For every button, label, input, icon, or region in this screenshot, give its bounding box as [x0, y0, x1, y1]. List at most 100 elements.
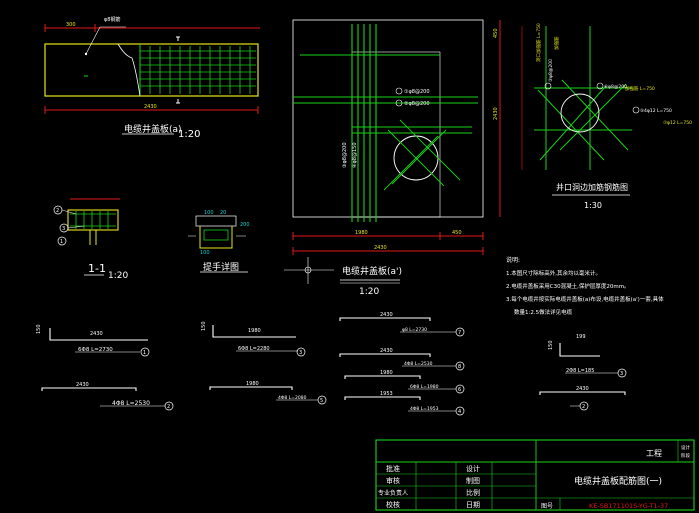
notes-block: 说明: 1.本图尺寸除标高外,其余均以毫米计。 2.电缆井盖板采用C30混凝土,… [506, 256, 664, 316]
rebar-shape-10: 2430 2 [539, 386, 626, 411]
opening-side-1: 洞口加强筋 L=750 [535, 23, 542, 62]
svg-text:5: 5 [320, 398, 323, 404]
opening-scale: 1:30 [584, 201, 602, 210]
plan-main-dim-b: 450 [452, 230, 462, 236]
svg-text:150: 150 [201, 321, 207, 331]
svg-text:3: 3 [620, 371, 623, 377]
note-1: 1.本图尺寸除标高外,其余均以毫米计。 [506, 269, 601, 277]
tb-left-3: 专业负责人 [378, 489, 408, 497]
svg-text:2430: 2430 [380, 312, 393, 318]
hand-dim-3: 100 [200, 250, 210, 256]
plan-a-dim-left: 300 [66, 22, 76, 28]
plan-main-total: 2430 [374, 245, 387, 251]
svg-text:1953: 1953 [380, 391, 393, 397]
svg-text:3: 3 [299, 350, 302, 356]
rebar-schedule: 150 2430 6Φ8 L=2730 1 150 1980 6Φ8 L=228… [36, 312, 627, 416]
rebar-label-7: 6Φ8 L=1980 [410, 384, 439, 390]
svg-text:2430: 2430 [90, 331, 103, 337]
rebar-shape-1: 150 2430 6Φ8 L=2730 1 [36, 324, 150, 357]
note-3: 3.每个电缆井按实际电缆井盖板(a)布设,电缆井盖板(a')一套,具体 [506, 295, 664, 303]
svg-text:6: 6 [458, 387, 461, 393]
svg-text:2430: 2430 [380, 348, 393, 354]
svg-text:2430: 2430 [76, 382, 89, 388]
opening-side-3: 加强筋 [553, 36, 560, 50]
tb-stage-1: 设计 [681, 444, 690, 451]
svg-text:3: 3 [62, 226, 65, 232]
hand-dim-1: 100 [204, 210, 214, 216]
rebar-shape-3: 150 1980 6Φ8 L=2280 3 [201, 321, 306, 357]
rebar-shape-9: 150 199 2Φ8 L=185 3 [548, 334, 627, 378]
svg-text:2430: 2430 [493, 107, 499, 120]
plan-main-title: 电缆井盖板(a') [342, 265, 402, 277]
opening-mark-3: ⑤4φ12 L=750 [640, 108, 672, 114]
tb-mid-2: 制图 [466, 476, 480, 485]
rebar-shape-5: 2430 φ8 L=2730 7 [339, 312, 465, 337]
svg-text:1980: 1980 [380, 370, 393, 376]
rebar-label-2: 4Φ8 L=2530 [112, 400, 150, 407]
tb-drawing-no: KE-SB171101S-YG-T1-37 [589, 502, 668, 510]
note-4: 数量1:2.5做法详见电缆 [514, 308, 573, 316]
opening-side-2: 加强筋 L=750 [625, 85, 655, 92]
opening-mark-4: ⑦φ12 L=750 [663, 120, 692, 126]
svg-text:1980: 1980 [246, 381, 259, 387]
svg-text:150: 150 [36, 324, 42, 334]
section-1-1-view: 2 3 1 1-1 1:20 [53, 198, 128, 281]
svg-text:1980: 1980 [248, 328, 261, 334]
plan-main-view: ①φ8@200 ②φ8@200 ③φ8@200 ④φ8@150 2430 450… [284, 19, 501, 297]
opening-mark-2: ⑥φ8@200 [604, 84, 627, 90]
svg-text:2: 2 [582, 404, 585, 410]
plan-a-outline [44, 43, 259, 97]
section-scale: 1:20 [108, 271, 128, 281]
opening-mark-1: ③φ8@200 [548, 59, 554, 82]
plan-a-rebar-label: φ8钢筋 [104, 16, 120, 23]
notes-title: 说明: [506, 256, 520, 264]
hand-dim-4: 200 [240, 222, 250, 228]
rebar-shape-6: 2430 4Φ8 L=2530 8 [339, 348, 465, 371]
tb-left-4: 校核 [386, 500, 400, 509]
plan-main-mark-2: ②φ8@200 [404, 101, 430, 107]
plan-a-title: 电缆井盖板(a) [124, 123, 182, 135]
rebar-shape-2: 2430 4Φ8 L=2530 2 [41, 382, 174, 411]
svg-text:199: 199 [576, 334, 586, 340]
tb-mid-1: 设计 [466, 464, 480, 473]
svg-text:2430: 2430 [576, 386, 589, 392]
tb-no-label: 图号 [541, 503, 553, 510]
plan-main-mark-1: ①φ8@200 [404, 89, 430, 95]
title-block: 工程 设计 阶段 批准 审核 专业负责人 校核 设计 制图 比例 日期 电缆井盖… [375, 439, 695, 511]
hand-lift-detail: 100 20 100 200 提手详图 [188, 210, 250, 273]
rebar-label-1: 6Φ8 L=2730 [78, 347, 113, 353]
rebar-shape-7: 1980 6Φ8 L=1980 6 [344, 370, 465, 394]
rebar-label-8: 4Φ8 L=1953 [410, 406, 439, 412]
tb-project: 工程 [646, 449, 662, 458]
svg-text:1: 1 [60, 239, 63, 245]
svg-text:450: 450 [493, 28, 499, 38]
plan-a-scale: 1:20 [178, 129, 200, 140]
tb-mid-3: 比例 [466, 488, 480, 497]
tb-mid-4: 日期 [466, 501, 480, 509]
plan-main-outline [292, 19, 484, 218]
tb-stage-2: 阶段 [681, 452, 690, 459]
hand-dim-2: 20 [220, 210, 226, 216]
rebar-label-6: 4Φ8 L=2530 [404, 361, 433, 367]
rebar-shape-4: 1980 4Φ8 L=2080 5 [209, 381, 327, 405]
rebar-label-5: φ8 L=2730 [402, 327, 427, 333]
rebar-label-9: 2Φ8 L=185 [566, 368, 594, 374]
svg-text:1: 1 [143, 350, 146, 356]
rebar-shape-8: 1953 4Φ8 L=1953 4 [344, 391, 465, 416]
plan-a-view: 300 φ8钢筋 [44, 16, 260, 140]
plan-main-dim-a: 1980 [355, 230, 368, 236]
svg-text:8: 8 [458, 364, 461, 370]
svg-text:7: 7 [458, 330, 461, 336]
svg-text:2: 2 [167, 404, 170, 410]
plan-main-scale: 1:20 [359, 287, 379, 297]
opening-title: 井口洞边加筋钢筋图 [556, 182, 628, 192]
tb-drawing-name: 电缆井盖板配筋图(一) [574, 475, 662, 487]
rebar-label-3: 6Φ8 L=2280 [238, 346, 270, 352]
tb-left-1: 批准 [386, 464, 400, 473]
plan-main-mark-3: ③φ8@200 [342, 142, 348, 168]
section-title: 1-1 [88, 262, 106, 275]
opening-reinforcement-view: ③φ8@200 ⑥φ8@200 ⑤4φ12 L=750 加强筋 L=750 ⑦φ… [521, 23, 692, 210]
note-2: 2.电缆井盖板采用C30混凝土,保护层厚度20mm。 [506, 282, 630, 290]
plan-a-dim-total: 2430 [144, 104, 157, 110]
